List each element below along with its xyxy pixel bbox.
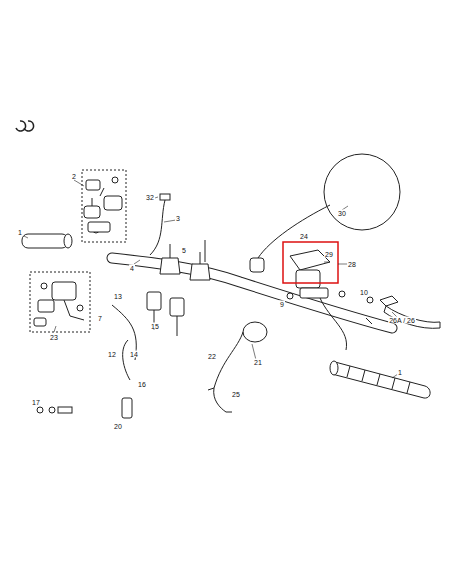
callout-number: 16: [137, 381, 147, 388]
small-parts: [37, 365, 230, 418]
callout-number: 29: [324, 251, 334, 258]
callout-number: 26A / 26: [388, 317, 416, 324]
callout-number: 20: [113, 423, 123, 430]
callout-number: 17: [31, 399, 41, 406]
callout-number: 15: [150, 323, 160, 330]
leader-lines: [24, 180, 398, 378]
bar-clamps: [147, 240, 210, 336]
callout-number: 30: [337, 210, 347, 217]
callout-number: 22: [207, 353, 217, 360]
callout-number: 5: [181, 247, 187, 254]
callout-number: 23: [49, 334, 59, 341]
brake-lever: [366, 296, 440, 328]
callout-number: 1: [397, 369, 403, 376]
left-grip: [22, 234, 72, 248]
callout-number: 2: [71, 173, 77, 180]
callout-number: 13: [113, 293, 123, 300]
brake-hose: [320, 298, 347, 350]
throttle-cable: [150, 200, 165, 255]
lever-assembly: [30, 272, 90, 332]
callout-number: 21: [253, 359, 263, 366]
callout-number: 4: [129, 265, 135, 272]
callout-number: 9: [279, 301, 285, 308]
callout-number: 1: [17, 229, 23, 236]
callout-number: 14: [129, 351, 139, 358]
highlight-box: [283, 242, 338, 283]
callout-number: 7: [97, 315, 103, 322]
callout-number: 32: [145, 194, 155, 201]
switch-assembly: [82, 170, 126, 242]
hose: [112, 305, 136, 380]
right-grip: [330, 361, 430, 398]
master-cylinder: [287, 250, 345, 299]
callout-number: 12: [107, 351, 117, 358]
callout-number: 10: [359, 289, 369, 296]
brand-logo: [16, 121, 34, 131]
callout-number: 3: [175, 215, 181, 222]
throttle-housing: [208, 322, 267, 412]
callout-number: 24: [299, 233, 309, 240]
mirror: [250, 154, 400, 272]
callout-number: 25: [231, 391, 241, 398]
callout-number: 28: [347, 261, 357, 268]
